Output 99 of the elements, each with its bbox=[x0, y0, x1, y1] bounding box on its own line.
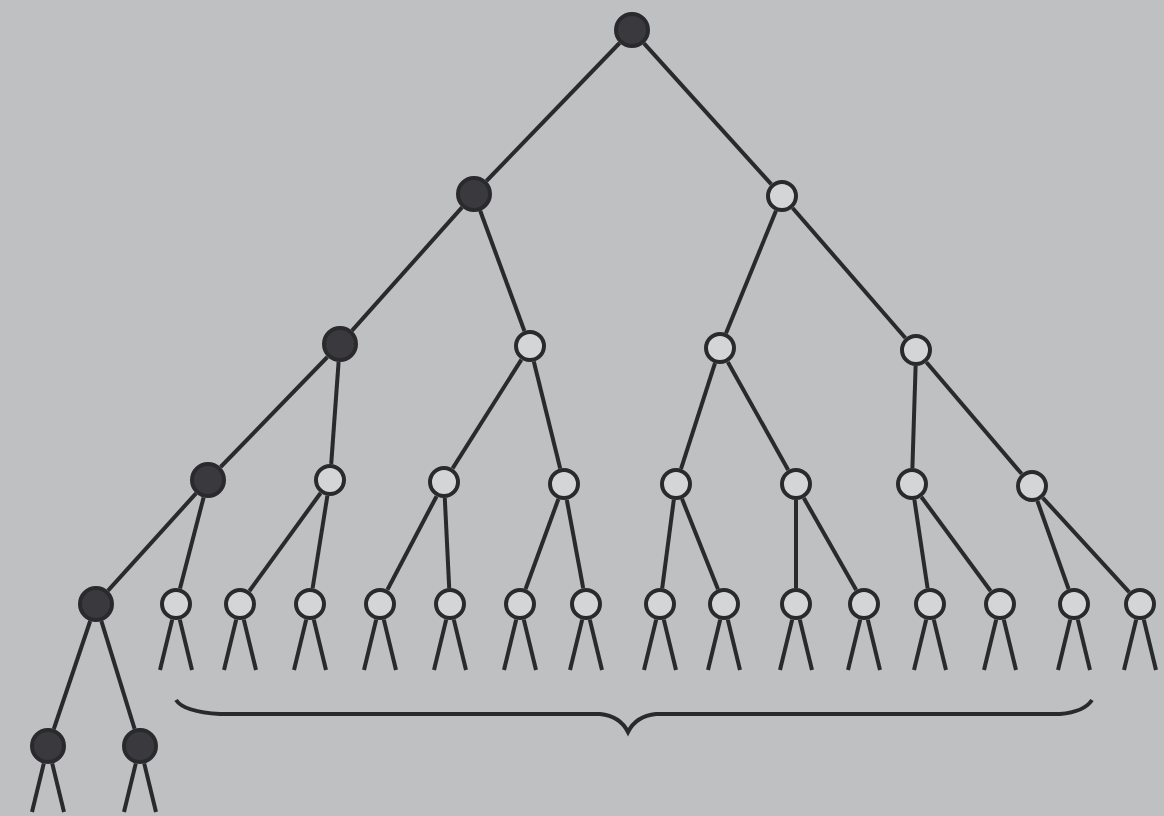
tree-branch-line bbox=[910, 365, 918, 469]
tree-branch-line bbox=[178, 496, 206, 590]
tree-branch-line bbox=[564, 499, 586, 589]
filled-node-circle bbox=[30, 728, 66, 764]
branch-stub-line bbox=[1141, 619, 1158, 671]
open-node-circle bbox=[1016, 470, 1048, 502]
open-node-circle bbox=[160, 588, 192, 620]
branch-stub-line bbox=[122, 762, 138, 813]
open-node-circle bbox=[570, 588, 602, 620]
tree-branch-line bbox=[310, 495, 330, 589]
tree-branch-line bbox=[350, 206, 464, 332]
tree-branch-line bbox=[531, 361, 563, 469]
filled-node-circle bbox=[322, 326, 358, 362]
branch-stub-line bbox=[982, 619, 999, 671]
open-node-circle bbox=[364, 588, 396, 620]
branch-stub-line bbox=[362, 619, 379, 671]
tree-branch-line bbox=[642, 42, 773, 186]
tree-branch-line bbox=[51, 620, 93, 730]
open-node-circle bbox=[780, 588, 812, 620]
tree-branch-line bbox=[99, 620, 137, 730]
tree-branch-line bbox=[484, 41, 622, 183]
branch-stub-line bbox=[797, 619, 814, 671]
tree-branch-line bbox=[912, 499, 930, 589]
tree-branch-line bbox=[329, 361, 341, 465]
branch-stub-line bbox=[241, 619, 258, 671]
branch-stub-line bbox=[778, 619, 795, 671]
tree-branch-line bbox=[450, 358, 524, 470]
branch-stub-line bbox=[706, 619, 723, 671]
filled-node-circle bbox=[122, 728, 158, 764]
open-node-circle bbox=[766, 180, 798, 212]
branch-stub-line bbox=[912, 619, 929, 671]
branch-stub-line bbox=[222, 619, 239, 671]
open-node-circle bbox=[314, 464, 346, 496]
branch-stub-line bbox=[846, 619, 863, 671]
open-node-circle bbox=[504, 588, 536, 620]
open-node-circle bbox=[780, 468, 812, 500]
open-node-circle bbox=[294, 588, 326, 620]
tree-branch-line bbox=[726, 361, 790, 471]
branch-stub-line bbox=[381, 619, 398, 671]
branch-stub-line bbox=[661, 619, 678, 671]
tree-branch-line bbox=[679, 362, 717, 470]
branch-stub-line bbox=[642, 619, 659, 671]
open-node-circle bbox=[514, 330, 546, 362]
tree-branch-line bbox=[1035, 500, 1071, 590]
tree-branch-line bbox=[680, 498, 720, 590]
tree-branch-line bbox=[1041, 496, 1131, 594]
branch-stub-line bbox=[521, 619, 538, 671]
branch-stub-line bbox=[158, 619, 175, 671]
open-node-circle bbox=[1124, 588, 1156, 620]
branch-stub-line bbox=[931, 619, 948, 671]
branch-stub-line bbox=[568, 619, 585, 671]
tree-branch-line bbox=[219, 355, 329, 469]
tree-branch-line bbox=[385, 495, 439, 591]
tree-branch-line bbox=[791, 206, 907, 340]
branch-stub-line bbox=[587, 619, 604, 671]
open-node-circle bbox=[660, 468, 692, 500]
branch-stub-line bbox=[725, 619, 742, 671]
open-node-circle bbox=[1058, 588, 1090, 620]
open-node-circle bbox=[914, 588, 946, 620]
branch-stub-line bbox=[142, 762, 158, 813]
tree-branch-line bbox=[442, 497, 452, 589]
tree-branch-line bbox=[106, 492, 198, 592]
tree-branch-line bbox=[724, 210, 778, 334]
tree-branch-line bbox=[919, 495, 993, 593]
tree-branch-line bbox=[802, 497, 858, 591]
branch-stub-line bbox=[50, 762, 66, 813]
open-node-circle bbox=[848, 588, 880, 620]
branch-stub-line bbox=[311, 619, 328, 671]
open-node-circle bbox=[896, 468, 928, 500]
branch-stub-line bbox=[30, 762, 46, 813]
branch-stub-line bbox=[292, 619, 309, 671]
open-node-circle bbox=[224, 588, 256, 620]
open-node-circle bbox=[434, 588, 466, 620]
filled-node-circle bbox=[78, 586, 114, 622]
branch-stub-line bbox=[1075, 619, 1092, 671]
open-node-circle bbox=[644, 588, 676, 620]
tree-branch-line bbox=[660, 499, 676, 589]
open-node-circle bbox=[984, 588, 1016, 620]
filled-node-circle bbox=[456, 176, 492, 212]
filled-node-circle bbox=[190, 462, 226, 498]
branch-stub-line bbox=[432, 619, 449, 671]
open-node-circle bbox=[428, 466, 460, 498]
tree-branch-line bbox=[247, 491, 323, 593]
branch-stub-line bbox=[502, 619, 519, 671]
branch-stub-line bbox=[865, 619, 882, 671]
open-node-circle bbox=[704, 332, 736, 364]
open-node-circle bbox=[708, 588, 740, 620]
tree-branch-line bbox=[523, 498, 561, 590]
open-node-circle bbox=[900, 334, 932, 366]
branch-stub-line bbox=[451, 619, 468, 671]
tree-branch-line bbox=[924, 360, 1024, 476]
branch-stub-line bbox=[1122, 619, 1139, 671]
open-node-circle bbox=[548, 468, 580, 500]
filled-node-circle bbox=[614, 12, 650, 48]
tree-branch-line bbox=[794, 500, 798, 588]
branch-stub-line bbox=[1001, 619, 1018, 671]
branch-stub-line bbox=[177, 619, 194, 671]
tree-branch-line bbox=[478, 210, 527, 332]
branch-stub-line bbox=[1056, 619, 1073, 671]
